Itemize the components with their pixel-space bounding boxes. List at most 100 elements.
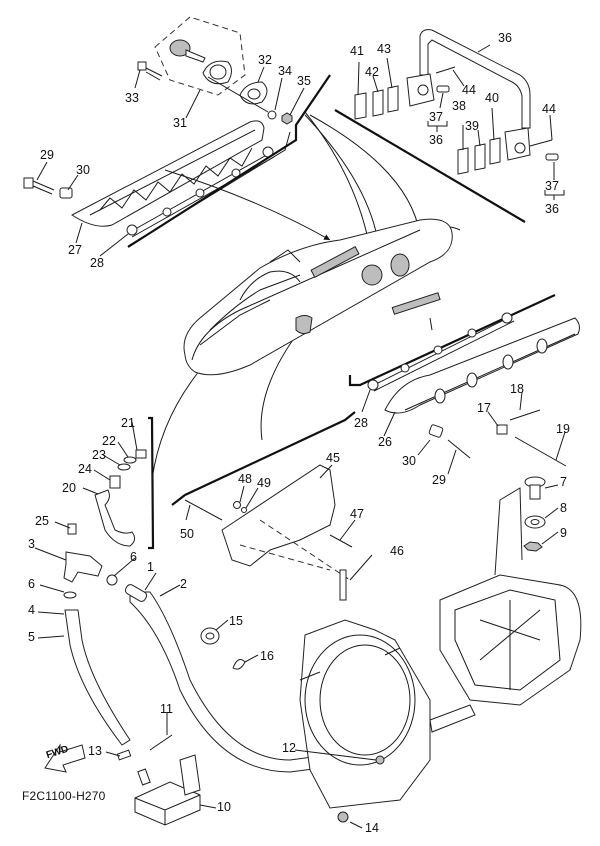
bracket-46 [339, 569, 347, 601]
drain-plug-7-9 [523, 476, 559, 552]
group-bracket-right [334, 109, 526, 223]
callout-26: 26 [378, 435, 392, 449]
tie-19 [514, 436, 567, 467]
group-bracket-top [127, 74, 331, 248]
group-bracket-cover [171, 411, 356, 506]
callout-16: 16 [260, 649, 274, 663]
nut-48 [233, 501, 241, 509]
callout-5: 5 [28, 630, 35, 644]
callout-7: 7 [560, 475, 567, 489]
callout-19: 19 [556, 422, 570, 436]
washer-49 [241, 507, 247, 513]
callout-20: 20 [62, 481, 76, 495]
rail-rod-28 [126, 146, 275, 238]
rivet-18 [509, 409, 541, 421]
bolt-25 [67, 523, 77, 535]
callout-44a: 44 [462, 83, 476, 97]
callout-37b: 37 [545, 179, 559, 193]
ride-plate-pipe [494, 487, 523, 576]
callout-29a: 29 [40, 148, 54, 162]
clip-12 [375, 755, 385, 765]
left-rail-assembly [23, 120, 291, 257]
callout-33: 33 [125, 91, 139, 105]
bar-bracket-left [406, 73, 435, 107]
clip-16 [232, 659, 246, 670]
hood-latch [295, 315, 313, 335]
spacer-30 [59, 187, 73, 199]
washer-34 [267, 110, 277, 120]
plate-42 [372, 89, 384, 117]
figure-code: F2C1100-H270 [22, 789, 106, 803]
rail-piece [391, 292, 441, 315]
callout-40: 40 [485, 91, 499, 105]
clamp-6a [106, 574, 118, 586]
callout-25: 25 [35, 514, 49, 528]
callout-15: 15 [229, 614, 243, 628]
pin-47 [329, 534, 353, 548]
callout-49: 49 [257, 476, 271, 490]
callout-22: 22 [102, 434, 116, 448]
callout-45: 45 [326, 451, 340, 465]
callout-39: 39 [465, 119, 479, 133]
plate-40 [489, 137, 501, 165]
rivet-11 [149, 734, 173, 751]
callout-37a: 37 [429, 110, 443, 124]
control-box [105, 712, 217, 826]
bolt-29 [23, 177, 55, 195]
bolt-29b [447, 439, 471, 459]
clip-17 [496, 424, 508, 435]
callout-44b: 44 [542, 102, 556, 116]
callout-30b: 30 [402, 454, 416, 468]
bolt-50 [184, 499, 223, 521]
plate-41 [354, 92, 367, 120]
plate-43 [387, 85, 399, 113]
seat-grip [310, 246, 360, 278]
callout-42: 42 [365, 65, 379, 79]
hose-5 [64, 609, 131, 746]
nut-35 [281, 112, 293, 125]
callout-8: 8 [560, 501, 567, 515]
group-bracket-left [148, 416, 155, 550]
callout-9: 9 [560, 526, 567, 540]
spacer-30b [428, 424, 444, 438]
callout-47: 47 [350, 507, 364, 521]
pin-37b [545, 153, 559, 161]
latch-part [169, 39, 206, 63]
callout-3: 3 [28, 537, 35, 551]
callout-23: 23 [92, 448, 106, 462]
pin-37a [436, 85, 450, 93]
callout-11: 11 [160, 702, 173, 716]
callout-36: 36 [498, 31, 512, 45]
lever-assembly [54, 421, 147, 547]
callout-30a: 30 [76, 163, 90, 177]
callout-50: 50 [180, 527, 194, 541]
callout-28a: 28 [90, 256, 104, 270]
bolt-24 [109, 475, 121, 489]
bolt-44a [435, 66, 456, 74]
gasket-32 [239, 81, 268, 105]
right-rail-assembly [361, 312, 580, 475]
nut-14 [337, 811, 349, 823]
pipe-1 [124, 584, 148, 602]
lock-base-31 [202, 60, 232, 85]
callout-13: 13 [88, 744, 102, 758]
engine-component [361, 264, 383, 286]
callout-6b: 6 [130, 550, 137, 564]
callout-36b: 36 [545, 202, 559, 216]
callout-10: 10 [217, 800, 231, 814]
bar-bracket-right [504, 127, 531, 161]
bolt-33 [137, 61, 163, 81]
group-bracket-mid [348, 294, 556, 387]
callout-31: 31 [173, 116, 187, 130]
callout-35: 35 [297, 74, 311, 88]
washer-23 [117, 463, 131, 471]
callout-12: 12 [282, 741, 296, 755]
grab-bar-assembly [354, 29, 565, 200]
callout-21: 21 [121, 416, 135, 430]
jet-pump-housing [439, 487, 582, 706]
callout-43: 43 [377, 42, 391, 56]
forward-direction-arrow [44, 743, 86, 773]
clip-13 [116, 749, 132, 761]
callout-46: 46 [390, 544, 404, 558]
